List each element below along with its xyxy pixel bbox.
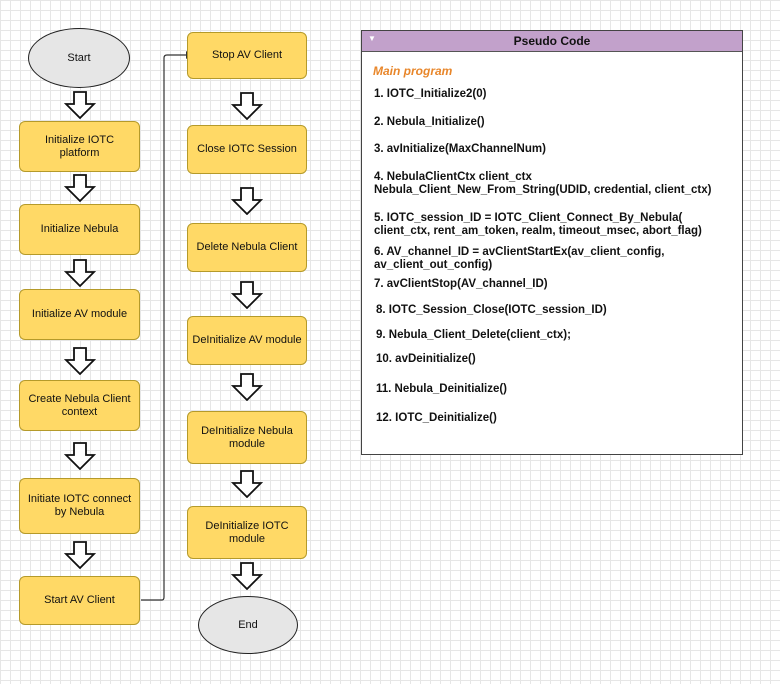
code-line-3: 3. avInitialize(MaxChannelNum) <box>374 143 546 155</box>
start-node: Start <box>28 28 130 88</box>
step-initialize-iotc-platform: Initialize IOTC platform <box>19 121 140 172</box>
down-arrow-icon <box>231 470 263 498</box>
down-arrow-icon <box>231 92 263 120</box>
down-arrow-icon <box>64 442 96 470</box>
step-delete-nebula-client: Delete Nebula Client <box>187 223 307 272</box>
code-line-4-cont: Nebula_Client_New_From_String(UDID, cred… <box>374 184 712 196</box>
code-line-8: 8. IOTC_Session_Close(IOTC_session_ID) <box>376 304 607 316</box>
step-close-iotc-session: Close IOTC Session <box>187 125 307 174</box>
down-arrow-icon <box>64 259 96 287</box>
collapse-triangle-icon[interactable]: ▼ <box>368 34 376 43</box>
down-arrow-icon <box>231 281 263 309</box>
code-line-2: 2. Nebula_Initialize() <box>374 116 485 128</box>
code-line-5-cont: client_ctx, rent_am_token, realm, timeou… <box>374 225 702 237</box>
step-initialize-av-module: Initialize AV module <box>19 289 140 340</box>
code-line-6: 6. AV_channel_ID = avClientStartEx(av_cl… <box>374 246 665 258</box>
step-initialize-nebula: Initialize Nebula <box>19 204 140 255</box>
down-arrow-icon <box>231 187 263 215</box>
step-deinitialize-av-module: DeInitialize AV module <box>187 316 307 365</box>
code-line-7: 7. avClientStop(AV_channel_ID) <box>374 278 548 290</box>
down-arrow-icon <box>64 91 96 119</box>
pseudo-code-title: Pseudo Code <box>513 34 591 48</box>
pseudo-code-subtitle: Main program <box>373 64 453 78</box>
down-arrow-icon <box>231 373 263 401</box>
step-create-nebula-client-context: Create Nebula Client context <box>19 380 140 431</box>
code-line-10: 10. avDeinitialize() <box>376 353 476 365</box>
step-initiate-iotc-connect: Initiate IOTC connect by Nebula <box>19 478 140 534</box>
code-line-9: 9. Nebula_Client_Delete(client_ctx); <box>376 329 571 341</box>
code-line-6-cont: av_client_out_config) <box>374 259 493 271</box>
connector-start-to-stop <box>141 54 186 601</box>
code-line-5: 5. IOTC_session_ID = IOTC_Client_Connect… <box>374 212 683 224</box>
down-arrow-icon <box>64 174 96 202</box>
step-start-av-client: Start AV Client <box>19 576 140 625</box>
step-deinitialize-iotc-module: DeInitialize IOTC module <box>187 506 307 559</box>
step-stop-av-client: Stop AV Client <box>187 32 307 79</box>
pseudo-code-panel: ▼ Pseudo Code Main program 1. IOTC_Initi… <box>361 30 743 455</box>
pseudo-code-header[interactable]: ▼ Pseudo Code <box>362 31 742 52</box>
down-arrow-icon <box>231 562 263 590</box>
code-line-4: 4. NebulaClientCtx client_ctx <box>374 171 532 183</box>
step-deinitialize-nebula-module: DeInitialize Nebula module <box>187 411 307 464</box>
code-line-11: 11. Nebula_Deinitialize() <box>376 383 508 395</box>
down-arrow-icon <box>64 541 96 569</box>
code-line-12: 12. IOTC_Deinitialize() <box>376 412 497 424</box>
code-line-1: 1. IOTC_Initialize2(0) <box>374 88 487 100</box>
down-arrow-icon <box>64 347 96 375</box>
end-node: End <box>198 596 298 654</box>
